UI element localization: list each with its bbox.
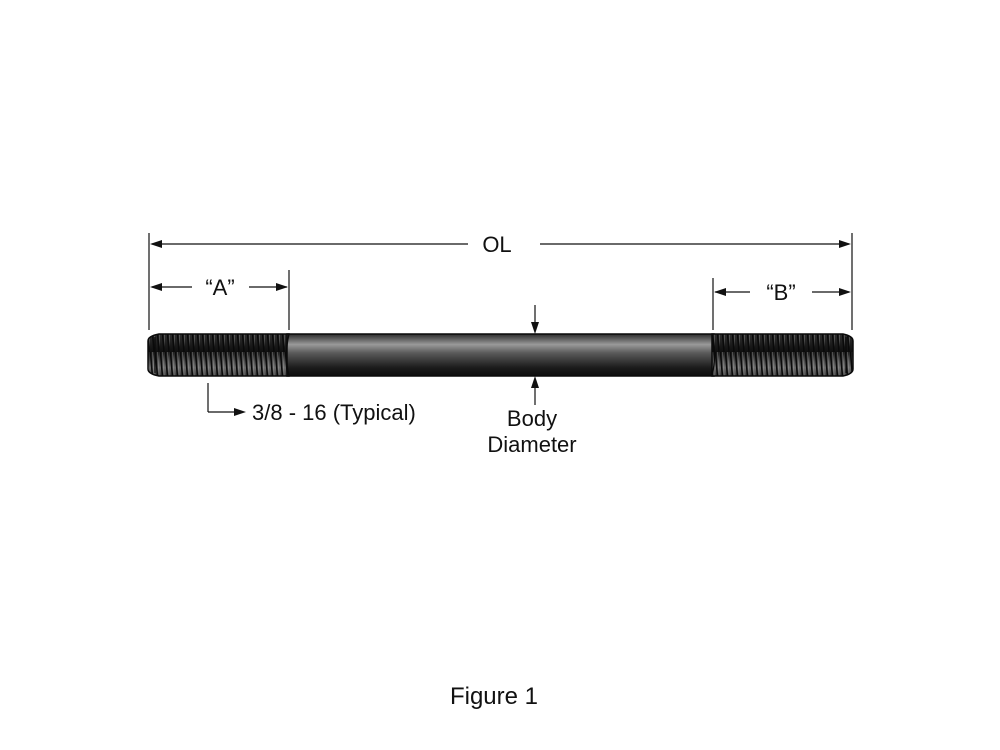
stud-body <box>286 333 715 377</box>
body-diameter-dimension: Body Diameter <box>487 305 577 457</box>
right-thread <box>711 333 854 377</box>
ol-label: OL <box>482 232 511 257</box>
b-dimension: “B” <box>712 278 851 330</box>
body-diameter-label-line1: Body <box>507 406 557 431</box>
thread-spec-label: 3/8 - 16 (Typical) <box>252 400 416 425</box>
body-diameter-label-line2: Diameter <box>487 432 576 457</box>
a-right-arrowhead <box>276 283 288 291</box>
thread-spec-arrowhead <box>234 408 246 416</box>
figure-caption: Figure 1 <box>450 683 538 710</box>
ol-right-arrowhead <box>839 240 851 248</box>
a-dimension: “A” <box>150 270 290 330</box>
a-label: “A” <box>205 275 234 300</box>
ol-dimension: OL <box>148 232 853 330</box>
b-right-arrowhead <box>839 288 851 296</box>
thread-spec-callout: 3/8 - 16 (Typical) <box>207 383 416 425</box>
diameter-bottom-arrowhead <box>531 376 539 388</box>
diameter-top-arrowhead <box>531 322 539 334</box>
ol-left-arrowhead <box>150 240 162 248</box>
b-label: “B” <box>766 280 795 305</box>
stud <box>147 333 854 377</box>
a-left-arrowhead <box>150 283 162 291</box>
b-left-arrowhead <box>714 288 726 296</box>
left-thread <box>147 333 290 377</box>
